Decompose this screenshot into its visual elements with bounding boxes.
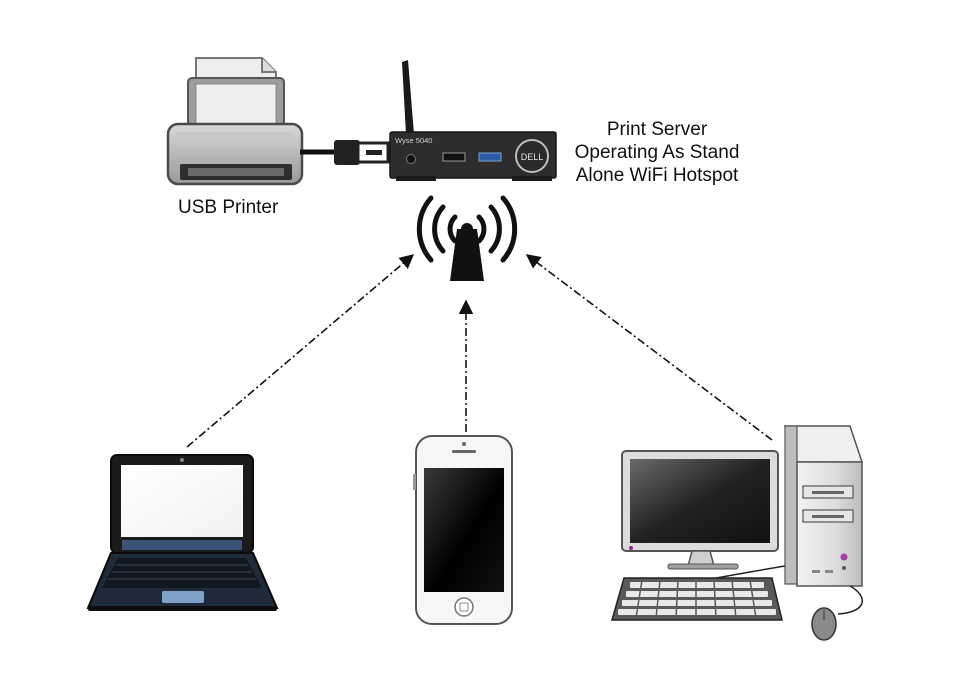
printer-label: USB Printer — [178, 197, 279, 218]
desktop-connection-arrow — [525, 254, 773, 441]
server-brand-text: DELL — [521, 152, 544, 162]
usb-cable — [300, 140, 390, 165]
server-label-line-2: Operating As Stand — [574, 142, 740, 163]
server-label: Print Server Operating As Stand Alone Wi… — [562, 118, 752, 187]
laptop-icon — [86, 454, 279, 611]
smartphone-icon — [413, 435, 513, 625]
server-model-text: Wyse 5040 — [395, 136, 432, 145]
server-label-line-3: Alone WiFi Hotspot — [575, 165, 739, 186]
laptop-connection-arrow — [186, 254, 415, 448]
desktop-computer-icon — [611, 425, 864, 641]
server-label-line-1: Print Server — [606, 119, 708, 140]
printer-icon — [166, 57, 304, 186]
thin-client-icon: Wyse 5040 DELL — [389, 60, 557, 181]
wifi-tower-icon — [416, 195, 518, 281]
